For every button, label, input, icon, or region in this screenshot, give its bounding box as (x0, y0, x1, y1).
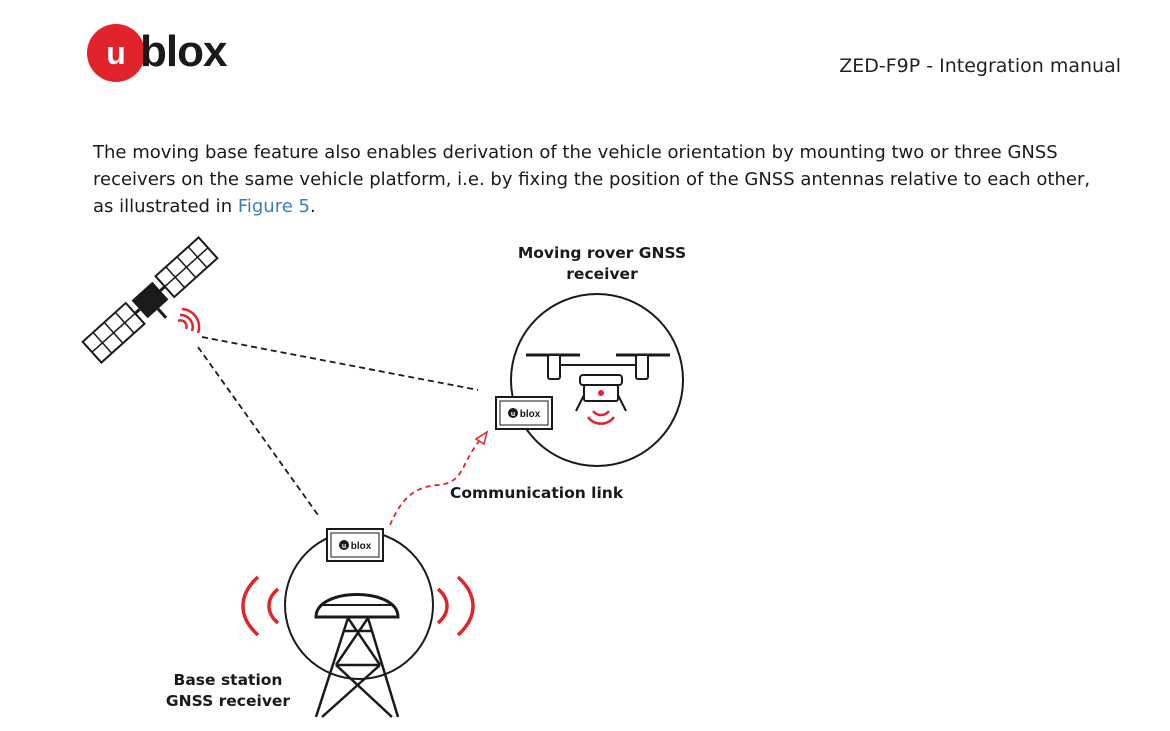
communication-link-line (389, 439, 481, 526)
rover-circle (510, 293, 684, 467)
satellite-icon (81, 235, 219, 365)
rover-label-line2: receiver (566, 265, 638, 283)
communication-link-label: Communication link (450, 484, 624, 502)
rover-receiver-chip: u blox (495, 396, 553, 430)
rover-label: Moving rover GNSS receiver (510, 243, 694, 285)
drone-icon (526, 353, 670, 412)
svg-text:u: u (106, 35, 126, 71)
svg-text:u: u (342, 543, 346, 550)
tower-icon (314, 617, 400, 718)
rover-label-line1: Moving rover GNSS (517, 244, 687, 262)
signal-line-to-base (197, 346, 319, 516)
communication-link-arrow-icon (474, 430, 489, 446)
svg-text:blox: blox (351, 541, 372, 552)
base-label-line2: GNSS receiver (165, 692, 291, 710)
figure-link[interactable]: Figure 5 (237, 196, 310, 217)
ublox-logo: u blox (86, 22, 256, 84)
svg-text:blox: blox (520, 409, 541, 420)
paragraph-end: . (309, 196, 316, 217)
base-receiver-chip: u blox (326, 528, 384, 562)
document-title: ZED-F9P - Integration manual (839, 55, 1121, 77)
signal-line-to-rover (201, 336, 479, 391)
base-antenna-icon (314, 593, 400, 619)
page-header: u blox ZED-F9P - Integration manual (0, 0, 1170, 100)
figure-diagram: u blox u blox (81, 235, 684, 718)
base-label-line1: Base station (173, 671, 283, 689)
moving-base-figure: u blox u blox (80, 225, 720, 725)
base-signal-right-icon (436, 575, 475, 637)
svg-text:u: u (511, 411, 515, 418)
body-paragraph: The moving base feature also enables der… (93, 139, 1103, 220)
base-station-label: Base station GNSS receiver (140, 670, 316, 712)
base-signal-left-icon (241, 575, 280, 637)
drone-signal-icon (586, 410, 616, 425)
satellite-signal-icon (177, 307, 201, 334)
ublox-logo-mark-icon: u (87, 24, 145, 82)
paragraph-text: The moving base feature also enables der… (93, 142, 1091, 217)
logo-wordmark: blox (140, 27, 227, 76)
